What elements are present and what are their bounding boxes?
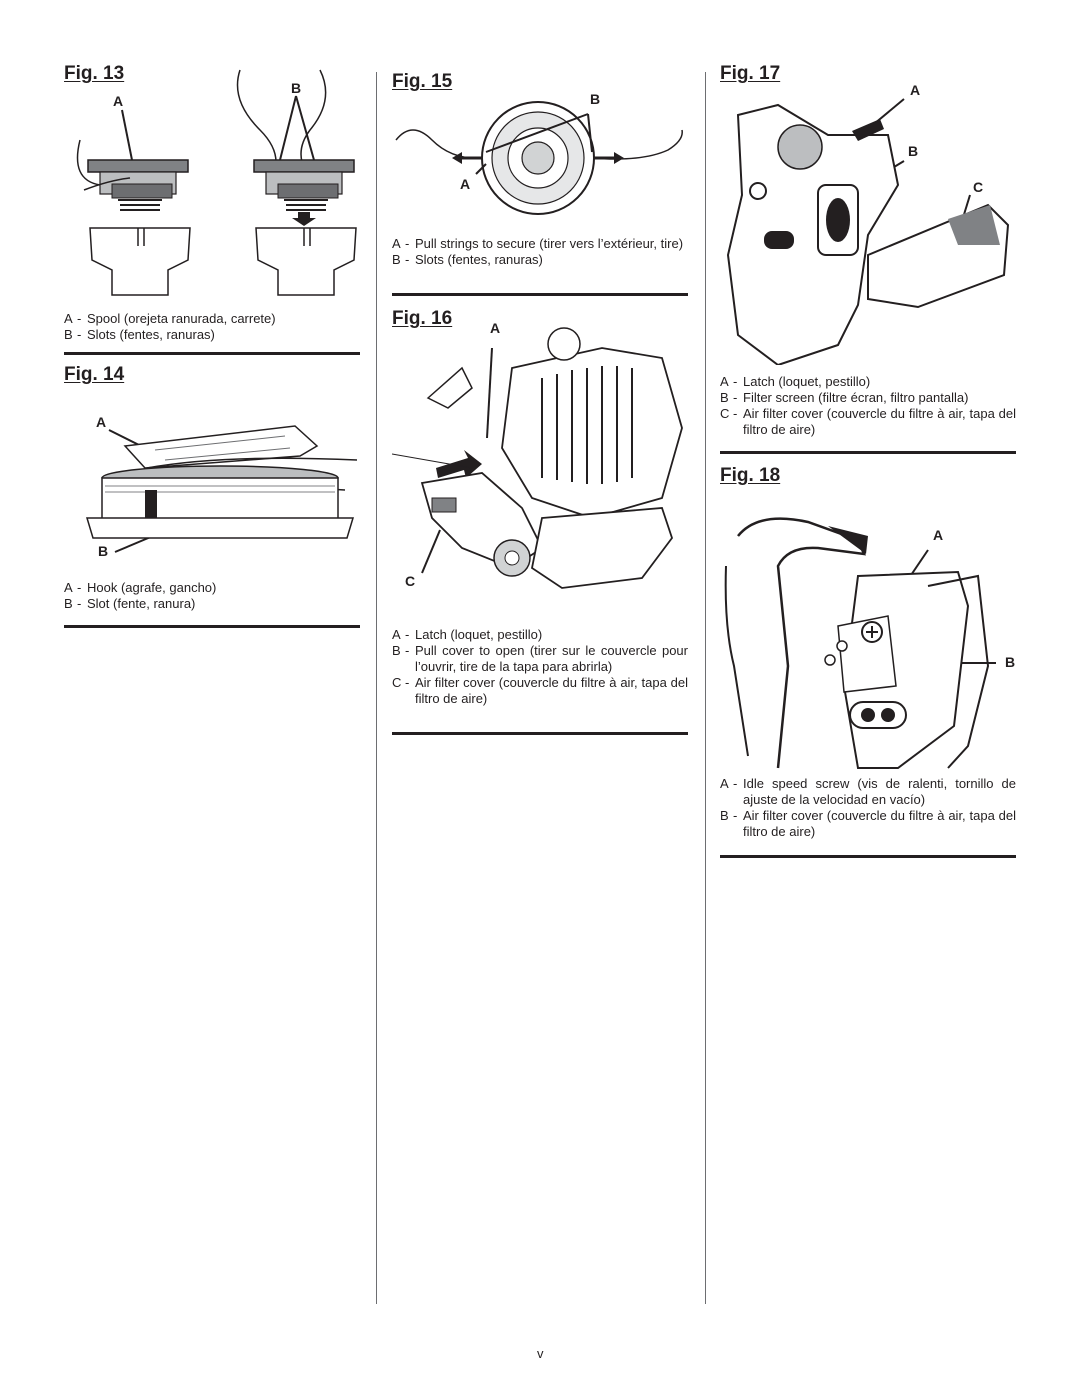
legend-item: A-Latch (loquet, pestillo) xyxy=(392,627,543,642)
fig17-legend: A-Latch (loquet, pestillo) B-Filter scre… xyxy=(720,374,1016,438)
legend-item: A-Latch (loquet, pestillo) xyxy=(720,374,871,389)
fig14-legend: A-Hook (agrafe, gancho) B-Slot (fente, r… xyxy=(64,580,360,612)
fig15-callout-b: B xyxy=(590,91,601,107)
fig16-callout-a: A xyxy=(490,320,501,336)
column-divider-1 xyxy=(376,72,377,1304)
fig17-filter-illustration xyxy=(726,98,1010,365)
fig18-callout-a: A xyxy=(933,527,944,543)
fig15-callout-a: A xyxy=(460,176,471,192)
fig14-title: Fig. 14 xyxy=(64,364,125,385)
legend-item: B-Slot (fente, ranura) xyxy=(64,596,196,611)
fig16-title: Fig. 16 xyxy=(392,308,453,329)
fig18-screw-illustration xyxy=(724,517,996,769)
fig15-head-illustration xyxy=(395,101,683,215)
fig13-title: Fig. 13 xyxy=(64,63,125,84)
fig16-callout-c: C xyxy=(405,573,416,589)
fig14-callout-b: B xyxy=(98,543,109,559)
fig17-divider xyxy=(720,451,1016,454)
fig14-divider xyxy=(64,625,360,628)
legend-item: A-Pull strings to secure (tirer vers l’e… xyxy=(392,236,684,251)
legend-item: B-Slots (fentes, ranuras) xyxy=(64,327,215,342)
legend-item: A-Idle speed screw (vis de ralenti, torn… xyxy=(720,776,1016,807)
fig18-title: Fig. 18 xyxy=(720,465,781,486)
legend-item: B-Slots (fentes, ranuras) xyxy=(392,252,543,267)
fig15-title: Fig. 15 xyxy=(392,71,453,92)
fig13-legend: A-Spool (orejeta ranurada, carrete) B-Sl… xyxy=(64,311,360,343)
legend-item: A-Spool (orejeta ranurada, carrete) xyxy=(64,311,276,326)
fig15-legend: A-Pull strings to secure (tirer vers l’e… xyxy=(392,236,688,268)
fig14-callout-a: A xyxy=(96,414,107,430)
fig17-callout-a: A xyxy=(910,82,921,98)
fig18-callout-b: B xyxy=(1005,654,1016,670)
fig17-callout-c: C xyxy=(973,179,984,195)
fig16-legend: A-Latch (loquet, pestillo) B-Pull cover … xyxy=(392,627,688,707)
fig15-divider xyxy=(392,293,688,296)
fig13-callout-a: A xyxy=(113,93,124,109)
fig18-divider xyxy=(720,855,1016,858)
legend-item: C-Air filter cover (couvercle du filtre … xyxy=(392,675,688,706)
legend-item: A-Hook (agrafe, gancho) xyxy=(64,580,217,595)
page-number: v xyxy=(537,1346,544,1361)
fig14-hook-illustration xyxy=(85,425,358,553)
fig13-callout-b: B xyxy=(291,80,302,96)
fig13-spool-illustration xyxy=(76,69,357,296)
fig17-title: Fig. 17 xyxy=(720,63,781,84)
column-divider-2 xyxy=(705,72,706,1304)
fig16-engine-illustration xyxy=(392,327,683,589)
legend-item: C-Air filter cover (couvercle du filtre … xyxy=(720,406,1016,437)
legend-item: B-Air filter cover (couvercle du filtre … xyxy=(720,808,1016,839)
fig16-divider xyxy=(392,732,688,735)
fig17-callout-b: B xyxy=(908,143,919,159)
legend-item: B-Filter screen (filtre écran, filtro pa… xyxy=(720,390,969,405)
legend-item: B-Pull cover to open (tirer sur le couve… xyxy=(392,643,688,674)
fig18-legend: A-Idle speed screw (vis de ralenti, torn… xyxy=(720,776,1016,840)
fig13-divider xyxy=(64,352,360,355)
